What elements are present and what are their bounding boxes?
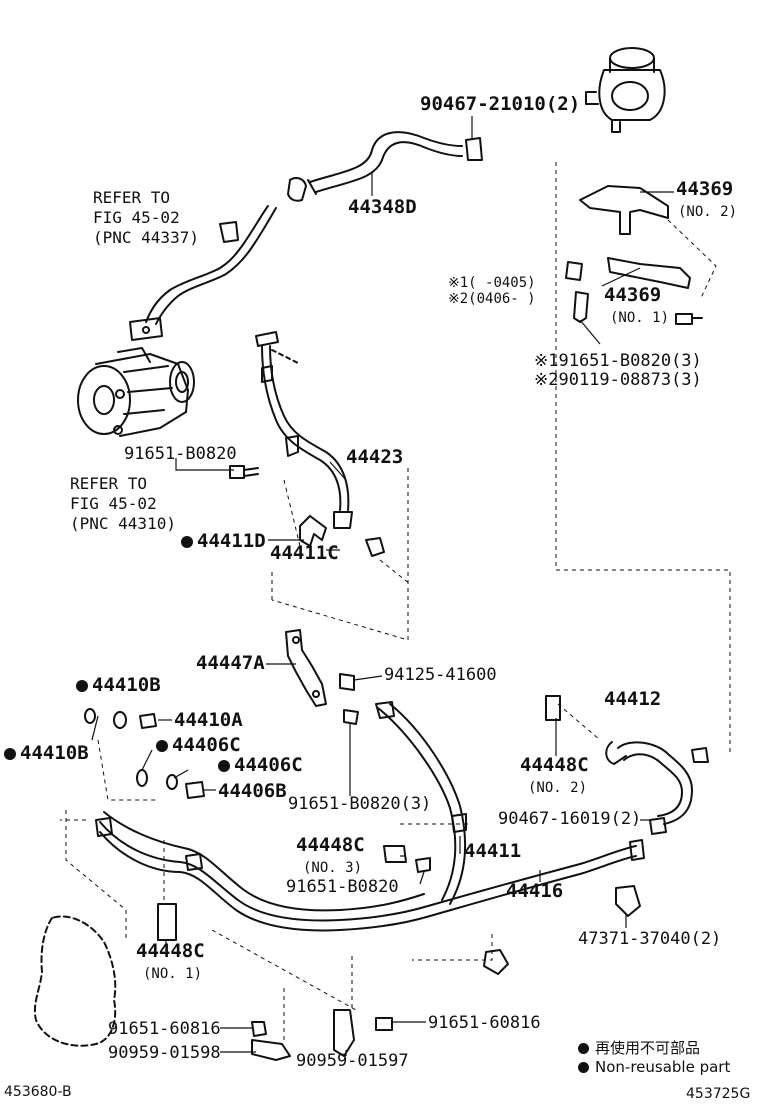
label-44348D[interactable]: 44348D — [348, 196, 417, 218]
label-44410B-top[interactable]: 44410B — [76, 676, 161, 695]
label-91651-B0820-lower[interactable]: 91651-B0820 — [286, 877, 399, 897]
label-refer-44337[interactable]: REFER TO FIG 45-02 (PNC 44337) — [93, 188, 199, 247]
note-2-date-range: ※2(0406- ) — [448, 291, 536, 307]
figure-code-left: 453680-B — [4, 1084, 72, 1100]
label-91651-B0820-3[interactable]: ※191651-B0820(3) — [534, 351, 702, 371]
legend-japanese: 再使用不可部品 — [578, 1037, 700, 1058]
label-44369-no1[interactable]: 44369 — [604, 284, 662, 306]
clip-44448C — [157, 695, 561, 941]
label-44448C-no3-note: (NO. 3) — [303, 860, 363, 876]
label-90467-16019[interactable]: 90467-16019(2) — [498, 809, 642, 829]
bolt-91651-B0820 — [229, 465, 259, 479]
label-44448C-no1[interactable]: 44448C — [136, 940, 205, 962]
label-44406B[interactable]: 44406B — [218, 780, 287, 802]
legend-dot — [578, 1043, 589, 1054]
label-44406C-bottom[interactable]: 44406C — [218, 756, 303, 775]
legend-english: Non-reusable part — [578, 1058, 730, 1076]
label-91651-B0820-3-lower[interactable]: 91651-B0820(3) — [288, 794, 432, 814]
bracket-44447A — [285, 629, 359, 725]
label-91651-B0820-pump[interactable]: 91651-B0820 — [124, 444, 237, 464]
label-44369-no2[interactable]: 44369 — [676, 178, 734, 200]
pressure-pipe-44423 — [255, 331, 353, 529]
label-44448C-no3[interactable]: 44448C — [296, 834, 365, 856]
label-91651-60816-right[interactable]: 91651-60816 — [428, 1013, 541, 1033]
power-steering-pump — [77, 347, 195, 437]
label-44423[interactable]: 44423 — [346, 446, 404, 468]
return-hose-44348D — [287, 131, 483, 202]
non-reusable-dot — [76, 680, 88, 692]
label-44448C-no2[interactable]: 44448C — [520, 754, 589, 776]
label-44411D[interactable]: 44411D — [181, 532, 266, 551]
label-44416[interactable]: 44416 — [506, 880, 564, 902]
hose-44412 — [605, 741, 709, 835]
legend-dot — [578, 1062, 589, 1073]
label-44447A[interactable]: 44447A — [196, 652, 265, 674]
pipe-bundle-44416 — [95, 811, 645, 932]
figure-code-right: 453725G — [686, 1086, 751, 1102]
note-1-date-range: ※1( -0405) — [448, 275, 536, 291]
label-44369-no1-note: (NO. 1) — [610, 310, 670, 326]
non-reusable-dot — [156, 740, 168, 752]
label-44369-no2-note: (NO. 2) — [678, 204, 738, 220]
label-refer-44310[interactable]: REFER TO FIG 45-02 (PNC 44310) — [70, 474, 176, 533]
label-90119-08873-3[interactable]: ※290119-08873(3) — [534, 370, 702, 390]
clip-44411C — [299, 515, 385, 557]
label-91651-60816-left[interactable]: 91651-60816 — [108, 1019, 221, 1039]
label-44448C-no1-note: (NO. 1) — [143, 966, 203, 982]
seal-gaskets — [84, 708, 205, 799]
suction-pipe-44337 — [129, 205, 277, 341]
steering-gear-outline — [33, 915, 117, 1047]
label-44448C-no2-note: (NO. 2) — [528, 780, 588, 796]
label-90467-21010[interactable]: 90467-21010(2) — [420, 93, 581, 115]
label-44412[interactable]: 44412 — [604, 688, 662, 710]
bracket-44369 — [565, 185, 703, 325]
pressure-hose-44411 — [375, 701, 467, 905]
label-44406C-top[interactable]: 44406C — [156, 736, 241, 755]
label-94125-41600[interactable]: 94125-41600 — [384, 665, 497, 685]
label-44411C[interactable]: 44411C — [270, 542, 339, 564]
label-44411[interactable]: 44411 — [464, 840, 522, 862]
reservoir-tank — [585, 47, 666, 133]
label-90959-01598[interactable]: 90959-01598 — [108, 1043, 221, 1063]
label-44410B-left[interactable]: 44410B — [4, 744, 89, 763]
non-reusable-dot — [218, 760, 230, 772]
clip-47371-37040 — [483, 885, 641, 975]
non-reusable-dot — [4, 748, 16, 760]
label-44410A[interactable]: 44410A — [174, 709, 243, 731]
non-reusable-dot — [181, 536, 193, 548]
label-47371-37040[interactable]: 47371-37040(2) — [578, 929, 722, 949]
label-90959-01597[interactable]: 90959-01597 — [296, 1051, 409, 1071]
